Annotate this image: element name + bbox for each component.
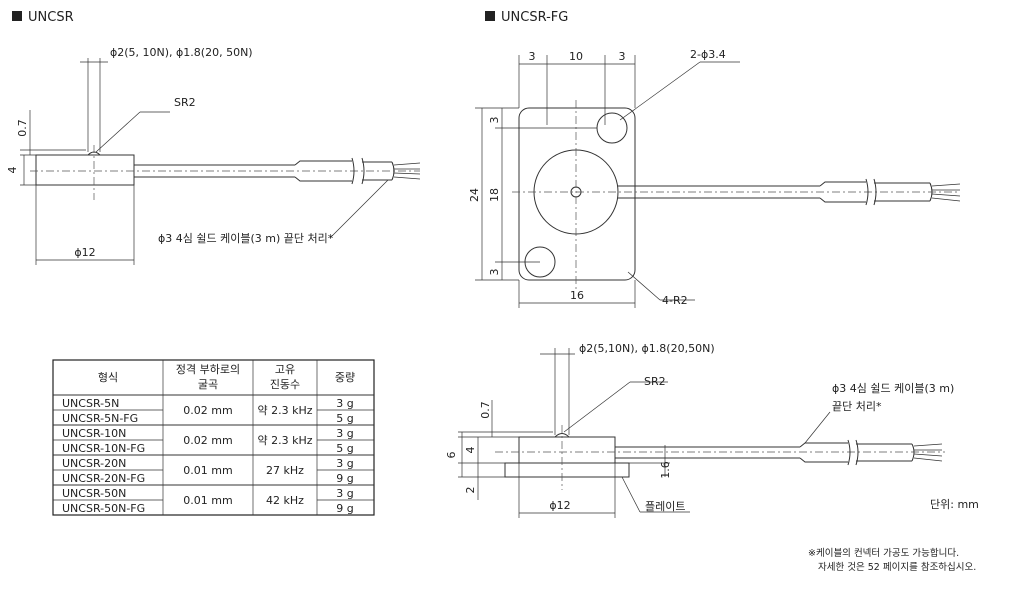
radius-label: 4-R2 xyxy=(662,294,688,307)
header-deflection-2: 굴곡 xyxy=(198,378,218,391)
dim-4: 4 xyxy=(464,447,477,454)
cell-model: UNCSR-10N xyxy=(62,427,126,440)
plate-label: 플레이트 xyxy=(645,500,685,513)
dim-0-7: 0.7 xyxy=(479,401,492,419)
dim-1-6: 1.6 xyxy=(659,461,672,479)
cable-note-2: 끝단 처리* xyxy=(832,400,882,413)
section-bullet-icon xyxy=(12,11,22,21)
uncsr-fg-side-view: ϕ2(5,10N), ϕ1.8(20,50N) SR2 6 4 0.7 2 1.… xyxy=(445,342,979,518)
dim-sensor-diameter: ϕ2(5, 10N), ϕ1.8(20, 50N) xyxy=(110,46,253,59)
cell-weight: 5 g xyxy=(336,442,353,455)
mounting-plate xyxy=(504,462,630,478)
dim-sensor-diameter: ϕ2(5,10N), ϕ1.8(20,50N) xyxy=(579,342,715,355)
cable-note: ϕ3 4심 쉴드 케이블(3 m) 끝단 처리* xyxy=(158,232,334,245)
cell-weight: 5 g xyxy=(336,412,353,425)
table-rows: UNCSR-5N UNCSR-5N-FG UNCSR-10N UNCSR-10N… xyxy=(62,397,354,515)
dim-3-left: 3 xyxy=(529,50,536,63)
cell-frequency: 약 2.3 kHz xyxy=(257,433,312,447)
cell-model: UNCSR-5N xyxy=(62,397,119,410)
cell-deflection: 0.02 mm xyxy=(183,434,232,447)
spec-table: 형식 정격 부하로의 굴곡 고유 진동수 중량 UNCSR-5N UNCSR-5… xyxy=(52,359,375,516)
dim-10: 10 xyxy=(569,50,583,63)
dim-4: 4 xyxy=(6,167,19,174)
dim-16: 16 xyxy=(570,289,584,302)
header-frequency-2: 진동수 xyxy=(270,378,300,391)
header-frequency-1: 고유 xyxy=(275,363,295,376)
cell-deflection: 0.01 mm xyxy=(183,494,232,507)
mounting-hole xyxy=(596,112,628,144)
section-title-uncsr-fg: UNCSR-FG xyxy=(501,10,568,25)
cell-weight: 3 g xyxy=(336,457,353,470)
holes-label: 2-ϕ3.4 xyxy=(690,48,726,61)
dim-0-7: 0.7 xyxy=(16,119,29,137)
cable xyxy=(615,439,943,466)
section-title-uncsr: UNCSR xyxy=(28,10,74,25)
mounting-plate xyxy=(518,107,636,281)
header-deflection-1: 정격 부하로의 xyxy=(176,362,240,376)
sensor-body xyxy=(518,436,616,464)
cable xyxy=(134,157,421,185)
cell-model: UNCSR-50N xyxy=(62,487,126,500)
uncsr-fg-top-view: UNCSR-FG 3 10 3 2-ϕ3.4 24 18 3 3 1 xyxy=(468,10,961,308)
header-model: 형식 xyxy=(98,371,118,384)
cell-weight: 3 g xyxy=(336,487,353,500)
dim-3-bottom: 3 xyxy=(488,269,501,276)
cell-model: UNCSR-10N-FG xyxy=(62,442,145,455)
cell-frequency: 42 kHz xyxy=(266,494,304,507)
cell-model: UNCSR-5N-FG xyxy=(62,412,138,425)
cell-weight: 9 g xyxy=(336,472,353,485)
section-bullet-icon xyxy=(485,11,495,21)
dim-3-top: 3 xyxy=(488,117,501,124)
header-weight: 중량 xyxy=(335,371,355,384)
sr-label: SR2 xyxy=(174,96,196,109)
dim-18: 18 xyxy=(488,188,501,202)
dim-phi12: ϕ12 xyxy=(74,246,95,259)
uncsr-side-view: UNCSR ϕ2(5, 10N), ϕ1.8(20, 50N) SR2 4 0.… xyxy=(6,10,421,265)
dim-6: 6 xyxy=(445,452,458,459)
dim-24: 24 xyxy=(468,188,481,202)
cell-deflection: 0.02 mm xyxy=(183,404,232,417)
dim-3-right: 3 xyxy=(619,50,626,63)
cell-model: UNCSR-20N xyxy=(62,457,126,470)
sensor-body xyxy=(35,154,135,186)
sr-label: SR2 xyxy=(644,375,666,388)
cell-model: UNCSR-20N-FG xyxy=(62,472,145,485)
dim-phi12: ϕ12 xyxy=(549,499,570,512)
cable xyxy=(618,178,961,206)
cell-weight: 9 g xyxy=(336,502,353,515)
unit-label: 단위: mm xyxy=(930,498,979,511)
cell-model: UNCSR-50N-FG xyxy=(62,502,145,515)
cell-weight: 3 g xyxy=(336,397,353,410)
cell-frequency: 27 kHz xyxy=(266,464,304,477)
cell-frequency: 약 2.3 kHz xyxy=(257,403,312,417)
cell-weight: 3 g xyxy=(336,427,353,440)
footnote-line-2: 자세한 것은 52 페이지를 참조하십시오. xyxy=(818,561,976,573)
cable-note-1: ϕ3 4심 쉴드 케이블(3 m) xyxy=(832,382,954,395)
footnote-line-1: ※케이블의 컨넥터 가공도 가능합니다. xyxy=(808,548,959,559)
dim-2: 2 xyxy=(464,487,477,494)
cell-deflection: 0.01 mm xyxy=(183,464,232,477)
